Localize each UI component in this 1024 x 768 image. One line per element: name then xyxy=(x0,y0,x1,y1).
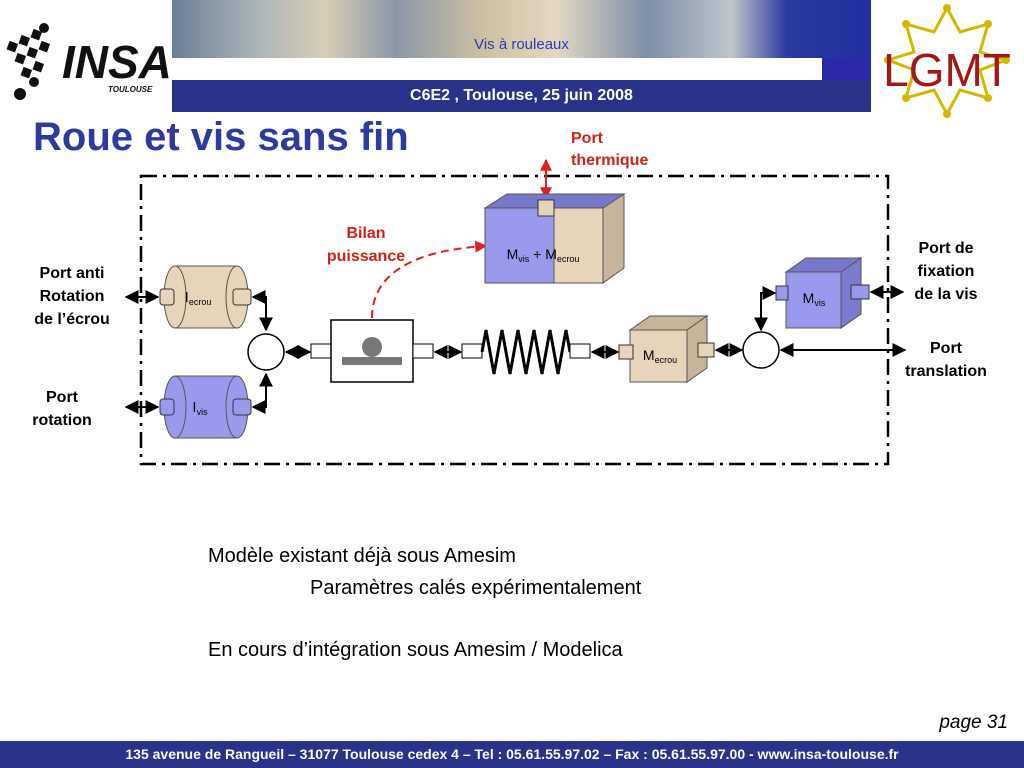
insa-logo-subtext: TOULOUSE xyxy=(108,85,153,94)
banner-stripe xyxy=(172,58,822,80)
left-junction-node xyxy=(247,333,285,371)
mass-ecrou-label: M xyxy=(545,246,557,262)
lgmt-logo-text: LGMT xyxy=(883,44,1011,96)
inertia-ecrou-label: I xyxy=(185,289,189,306)
insa-logo-text: INSA xyxy=(62,36,172,88)
slide-title: Roue et vis sans fin xyxy=(33,115,409,159)
arrow-ecrou-to-junction xyxy=(251,290,273,332)
insa-logo: INSA TOULOUSE xyxy=(6,23,172,100)
arrow-mass-vis-to-junction xyxy=(754,286,777,332)
banner-title: Vis à rouleaux xyxy=(474,36,569,53)
model-diagram: Mvis + Mecrou Iecrou Ivis xyxy=(124,158,907,466)
mass-vis-label: M xyxy=(507,246,519,262)
system-boundary-frame xyxy=(139,174,890,466)
mass-plus-sign: + xyxy=(529,246,545,262)
mass-vis-ecrou-block: Mvis + Mecrou xyxy=(483,193,626,284)
svg-text:Mvis: Mvis xyxy=(803,290,826,308)
footer-bar: 135 avenue de Rangueil – 31077 Toulouse … xyxy=(0,741,1024,768)
inertia-vis-block: Ivis xyxy=(159,375,252,439)
svg-text:Iecrou: Iecrou xyxy=(185,289,212,307)
body-line-1: Modèle existant déjà sous Amesim xyxy=(208,545,516,567)
page-number: page 31 xyxy=(939,712,1008,733)
mass-vis-block-label: M xyxy=(803,290,815,306)
inertia-ecrou-block: Iecrou xyxy=(159,265,252,329)
mass-ecrou-block-subscript: ecrou xyxy=(655,355,678,365)
svg-text:Ivis: Ivis xyxy=(192,399,208,417)
mass-ecrou-block-label: M xyxy=(643,347,655,363)
mass-vis-block-subscript: vis xyxy=(814,298,825,308)
mass-ecrou-block: Mecrou xyxy=(618,315,715,383)
mass-ecrou-subscript: ecrou xyxy=(557,254,580,264)
right-junction-node xyxy=(742,331,780,369)
power-balance-arrow xyxy=(371,240,488,319)
svg-text:Mvis + Mecrou: Mvis + Mecrou xyxy=(507,246,580,264)
lgmt-logo: LGMT xyxy=(883,4,1011,118)
inertia-ecrou-subscript: ecrou xyxy=(189,297,212,307)
mass-vis-block: Mvis xyxy=(775,257,870,329)
banner-stripe-accent xyxy=(822,58,871,80)
body-line-3: En cours d’intégration sous Amesim / Mod… xyxy=(208,639,623,661)
inertia-vis-subscript: vis xyxy=(197,407,208,417)
conference-bar: C6E2 , Toulouse, 25 juin 2008 xyxy=(172,80,871,112)
transmission-block xyxy=(310,319,434,383)
mass-vis-subscript: vis xyxy=(518,254,529,264)
body-line-2: Paramètres calés expérimentalement xyxy=(310,577,642,599)
svg-text:Mecrou: Mecrou xyxy=(643,347,677,365)
spring-block xyxy=(461,329,591,375)
arrow-vis-to-junction xyxy=(251,372,273,414)
header-banner: Vis à rouleaux xyxy=(172,0,871,80)
inertia-vis-label: I xyxy=(192,399,196,416)
